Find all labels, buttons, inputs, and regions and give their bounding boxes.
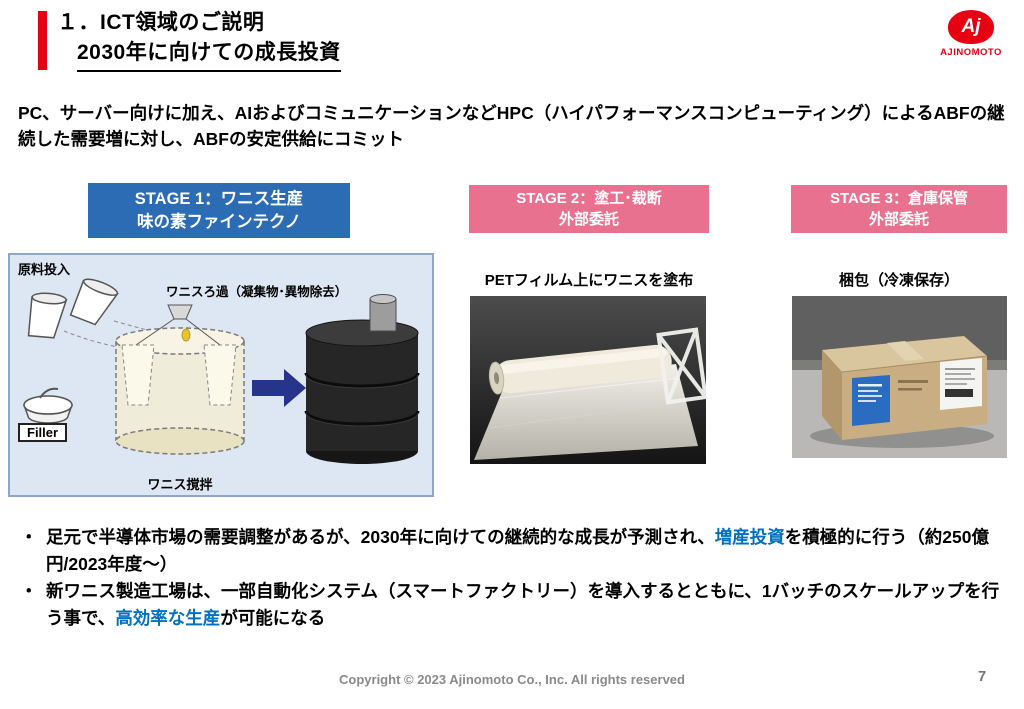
- bullet-marker: ・: [20, 581, 38, 602]
- diagram-label-filler: Filler: [18, 423, 68, 442]
- page-title-line1: １．ICT領域のご説明: [57, 11, 265, 34]
- stage2-title: STAGE 2：塗工･裁断: [516, 190, 662, 207]
- bullet-text-1: 足元で半導体市場の需要調整があるが、2030年に向けての継続的な成長が予測され、…: [46, 524, 1012, 578]
- bullet-1-post: を積極的に行う（約250億円/2023年度～）: [46, 527, 989, 575]
- intro-paragraph: PC、サーバー向けに加え、AIおよびコミュニケーションなどHPC（ハイパフォーマ…: [18, 103, 1005, 150]
- stage1-header: STAGE 1：ワニス生産 味の素ファインテクノ: [88, 183, 350, 238]
- bullet-2-highlight: 高効率な生産: [115, 608, 221, 629]
- stage2-header: STAGE 2：塗工･裁断 外部委託: [469, 185, 709, 233]
- stage3-photo: [792, 296, 1007, 458]
- bullet-2-pre: 新ワニス製造工場は、一部自動化システム（スマートファクトリー）を導入するとともに…: [46, 581, 1000, 629]
- page-title-line2: 2030年に向けての成長投資: [77, 38, 341, 72]
- stage2-photo: [470, 296, 708, 464]
- ajinomoto-logo-wordmark: AJINOMOTO: [940, 47, 1002, 58]
- page-title-line2-row: 2030年に向けての成長投資: [57, 38, 341, 72]
- bullet-list: ・ 足元で半導体市場の需要調整があるが、2030年に向けての継続的な成長が予測さ…: [20, 524, 1012, 633]
- page-number: 7: [977, 668, 987, 685]
- stage3-caption: 梱包（冷凍保存）: [838, 272, 959, 289]
- stage2-caption: PETフィルム上にワニスを塗布: [484, 272, 694, 289]
- pet-film-roll-photo: [470, 296, 708, 464]
- ajinomoto-logo-icon: Aj: [948, 10, 994, 44]
- copyright-text: Copyright © 2023 Ajinomoto Co., Inc. All…: [339, 672, 685, 687]
- stage2-subtitle: 外部委託: [558, 211, 619, 228]
- stage3-header: STAGE 3：倉庫保管 外部委託: [791, 185, 1007, 233]
- packed-box-photo: [792, 296, 1007, 458]
- ajinomoto-logo: Aj AJINOMOTO: [932, 10, 1010, 58]
- title-accent-bar: [38, 11, 47, 70]
- stage3-subtitle: 外部委託: [868, 211, 929, 228]
- stage1-title: STAGE 1：ワニス生産: [134, 190, 304, 209]
- bullet-item-1: ・ 足元で半導体市場の需要調整があるが、2030年に向けての継続的な成長が予測さ…: [20, 524, 1012, 578]
- bullet-1-highlight: 増産投資: [714, 527, 785, 547]
- flow-arrow-icon: [252, 369, 306, 407]
- stage1-subtitle: 味の素ファインテクノ: [136, 212, 301, 231]
- diagram-label-filtration: ワニスろ過（凝集物･異物除去）: [166, 285, 348, 299]
- stage1-diagram: 原料投入 ワニスろ過（凝集物･異物除去） Filler ワニス撹拌: [8, 253, 434, 497]
- varnish-process-illustration: [23, 278, 420, 464]
- diagram-label-stirring: ワニス撹拌: [147, 477, 213, 492]
- bullet-1-pre: 足元で半導体市場の需要調整があるが、2030年に向けての継続的な成長が予測され、: [46, 527, 715, 547]
- stage3-title: STAGE 3：倉庫保管: [829, 190, 969, 207]
- bullet-marker: ・: [20, 527, 38, 547]
- diagram-label-material-input: 原料投入: [18, 262, 71, 277]
- bullet-text-2: 新ワニス製造工場は、一部自動化システム（スマートファクトリー）を導入するとともに…: [46, 578, 1012, 632]
- bullet-item-2: ・ 新ワニス製造工場は、一部自動化システム（スマートファクトリー）を導入するとと…: [20, 578, 1012, 632]
- bullet-2-post: が可能になる: [220, 608, 326, 629]
- page-title: １．ICT領域のご説明 2030年に向けての成長投資: [57, 8, 341, 72]
